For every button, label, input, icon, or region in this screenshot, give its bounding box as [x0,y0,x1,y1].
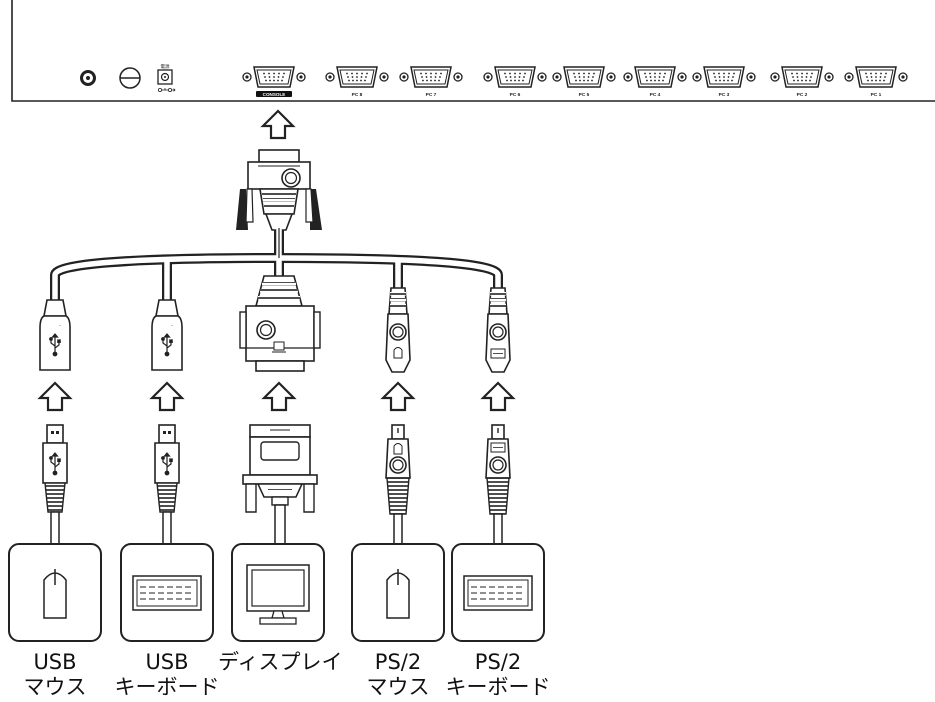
pc-port-label: PC 3 [719,92,730,98]
up-arrow-icon [381,381,415,412]
console-cable: . . [39,109,511,373]
usb-mouse-box [8,543,102,642]
pc-port[interactable]: PC 8 [325,66,389,98]
ps2-mouse-plug [385,424,411,545]
ground-screw-icon [80,70,96,86]
keyboard-symbol-icon [490,348,506,359]
keyboard-icon [463,575,533,611]
device-label-line1: USB [145,650,189,674]
pc-port-row: PC 8 PC 7 PC 6 PC 5 PC 4 PC 3 PC 2 PC 1 [325,66,908,98]
usb-keyboard-box [120,543,214,642]
display-box [231,543,325,642]
device-label-line2: マウス [23,675,87,699]
pc-port[interactable]: PC 2 [770,66,834,98]
device-label-usb-keyboard: USB キーボード [112,650,222,700]
device-label-display: ディスプレイ [218,650,343,675]
pc-port[interactable]: PC 1 [844,66,908,98]
ps2-keyboard-plug [485,424,511,545]
device-label-line1: PS/2 [374,650,422,674]
monitor-icon [246,564,310,625]
mouse-icon [43,569,67,619]
pc-port-label: PC 8 [352,92,363,98]
console-label: CONSOLE [263,92,286,97]
mouse-symbol-icon [393,347,403,359]
device-label-line1: ディスプレイ [218,650,343,674]
pc-port-label: PC 6 [510,92,521,98]
pc-port[interactable]: PC 3 [692,66,756,98]
keyboard-icon [132,575,202,611]
polarity-icon [157,88,176,93]
cable-usb-plug-keyboard: . [151,299,183,371]
power-jack-icon[interactable]: 電源 [157,63,176,93]
monitor-symbol-icon [272,341,286,353]
usb-mouse-plug [42,424,68,545]
up-arrow-icon [262,381,296,412]
device-label-ps2-keyboard: PS/2 キーボード [443,650,553,700]
mouse-icon [386,569,410,619]
cable-ps2-plug-keyboard [485,287,511,373]
device-label-line1: USB [33,650,77,674]
pc-port[interactable]: PC 4 [623,66,687,98]
power-switch-icon[interactable] [119,67,141,89]
up-arrow-icon [38,381,72,412]
usb-keyboard-plug [154,424,180,545]
connection-arrows [38,381,515,412]
up-arrow-icon [261,109,295,140]
device-label-line2: マウス [366,675,430,699]
power-label: 電源 [161,63,170,70]
svg-text:.: . [59,321,61,328]
ps2-keyboard-box [451,543,545,642]
console-badge [256,91,292,97]
console-port[interactable]: CONSOLE [242,66,306,97]
display-vga-plug [242,424,318,545]
cable-ps2-plug-mouse [385,287,411,373]
pc-port-label: PC 5 [579,92,590,98]
cable-vga-plug [239,275,321,372]
svg-text:.: . [171,321,173,328]
pc-port-label: PC 7 [426,92,437,98]
ps2-mouse-box [351,543,445,642]
pc-port-label: PC 1 [871,92,882,98]
up-arrow-icon [150,381,184,412]
device-label-line2: キーボード [114,675,220,699]
pc-port[interactable]: PC 7 [399,66,463,98]
device-label-line1: PS/2 [474,650,522,674]
pc-port[interactable]: PC 5 [552,66,616,98]
pc-port-label: PC 4 [650,92,661,98]
pc-port[interactable]: PC 6 [483,66,547,98]
device-label-usb-mouse: USB マウス [0,650,110,700]
pc-port-label: PC 2 [797,92,808,98]
device-label-line2: キーボード [445,675,551,699]
up-arrow-icon [481,381,515,412]
cable-usb-plug-mouse: . [39,299,71,371]
device-label-ps2-mouse: PS/2 マウス [343,650,453,700]
console-cable-vga-connector [236,149,322,231]
